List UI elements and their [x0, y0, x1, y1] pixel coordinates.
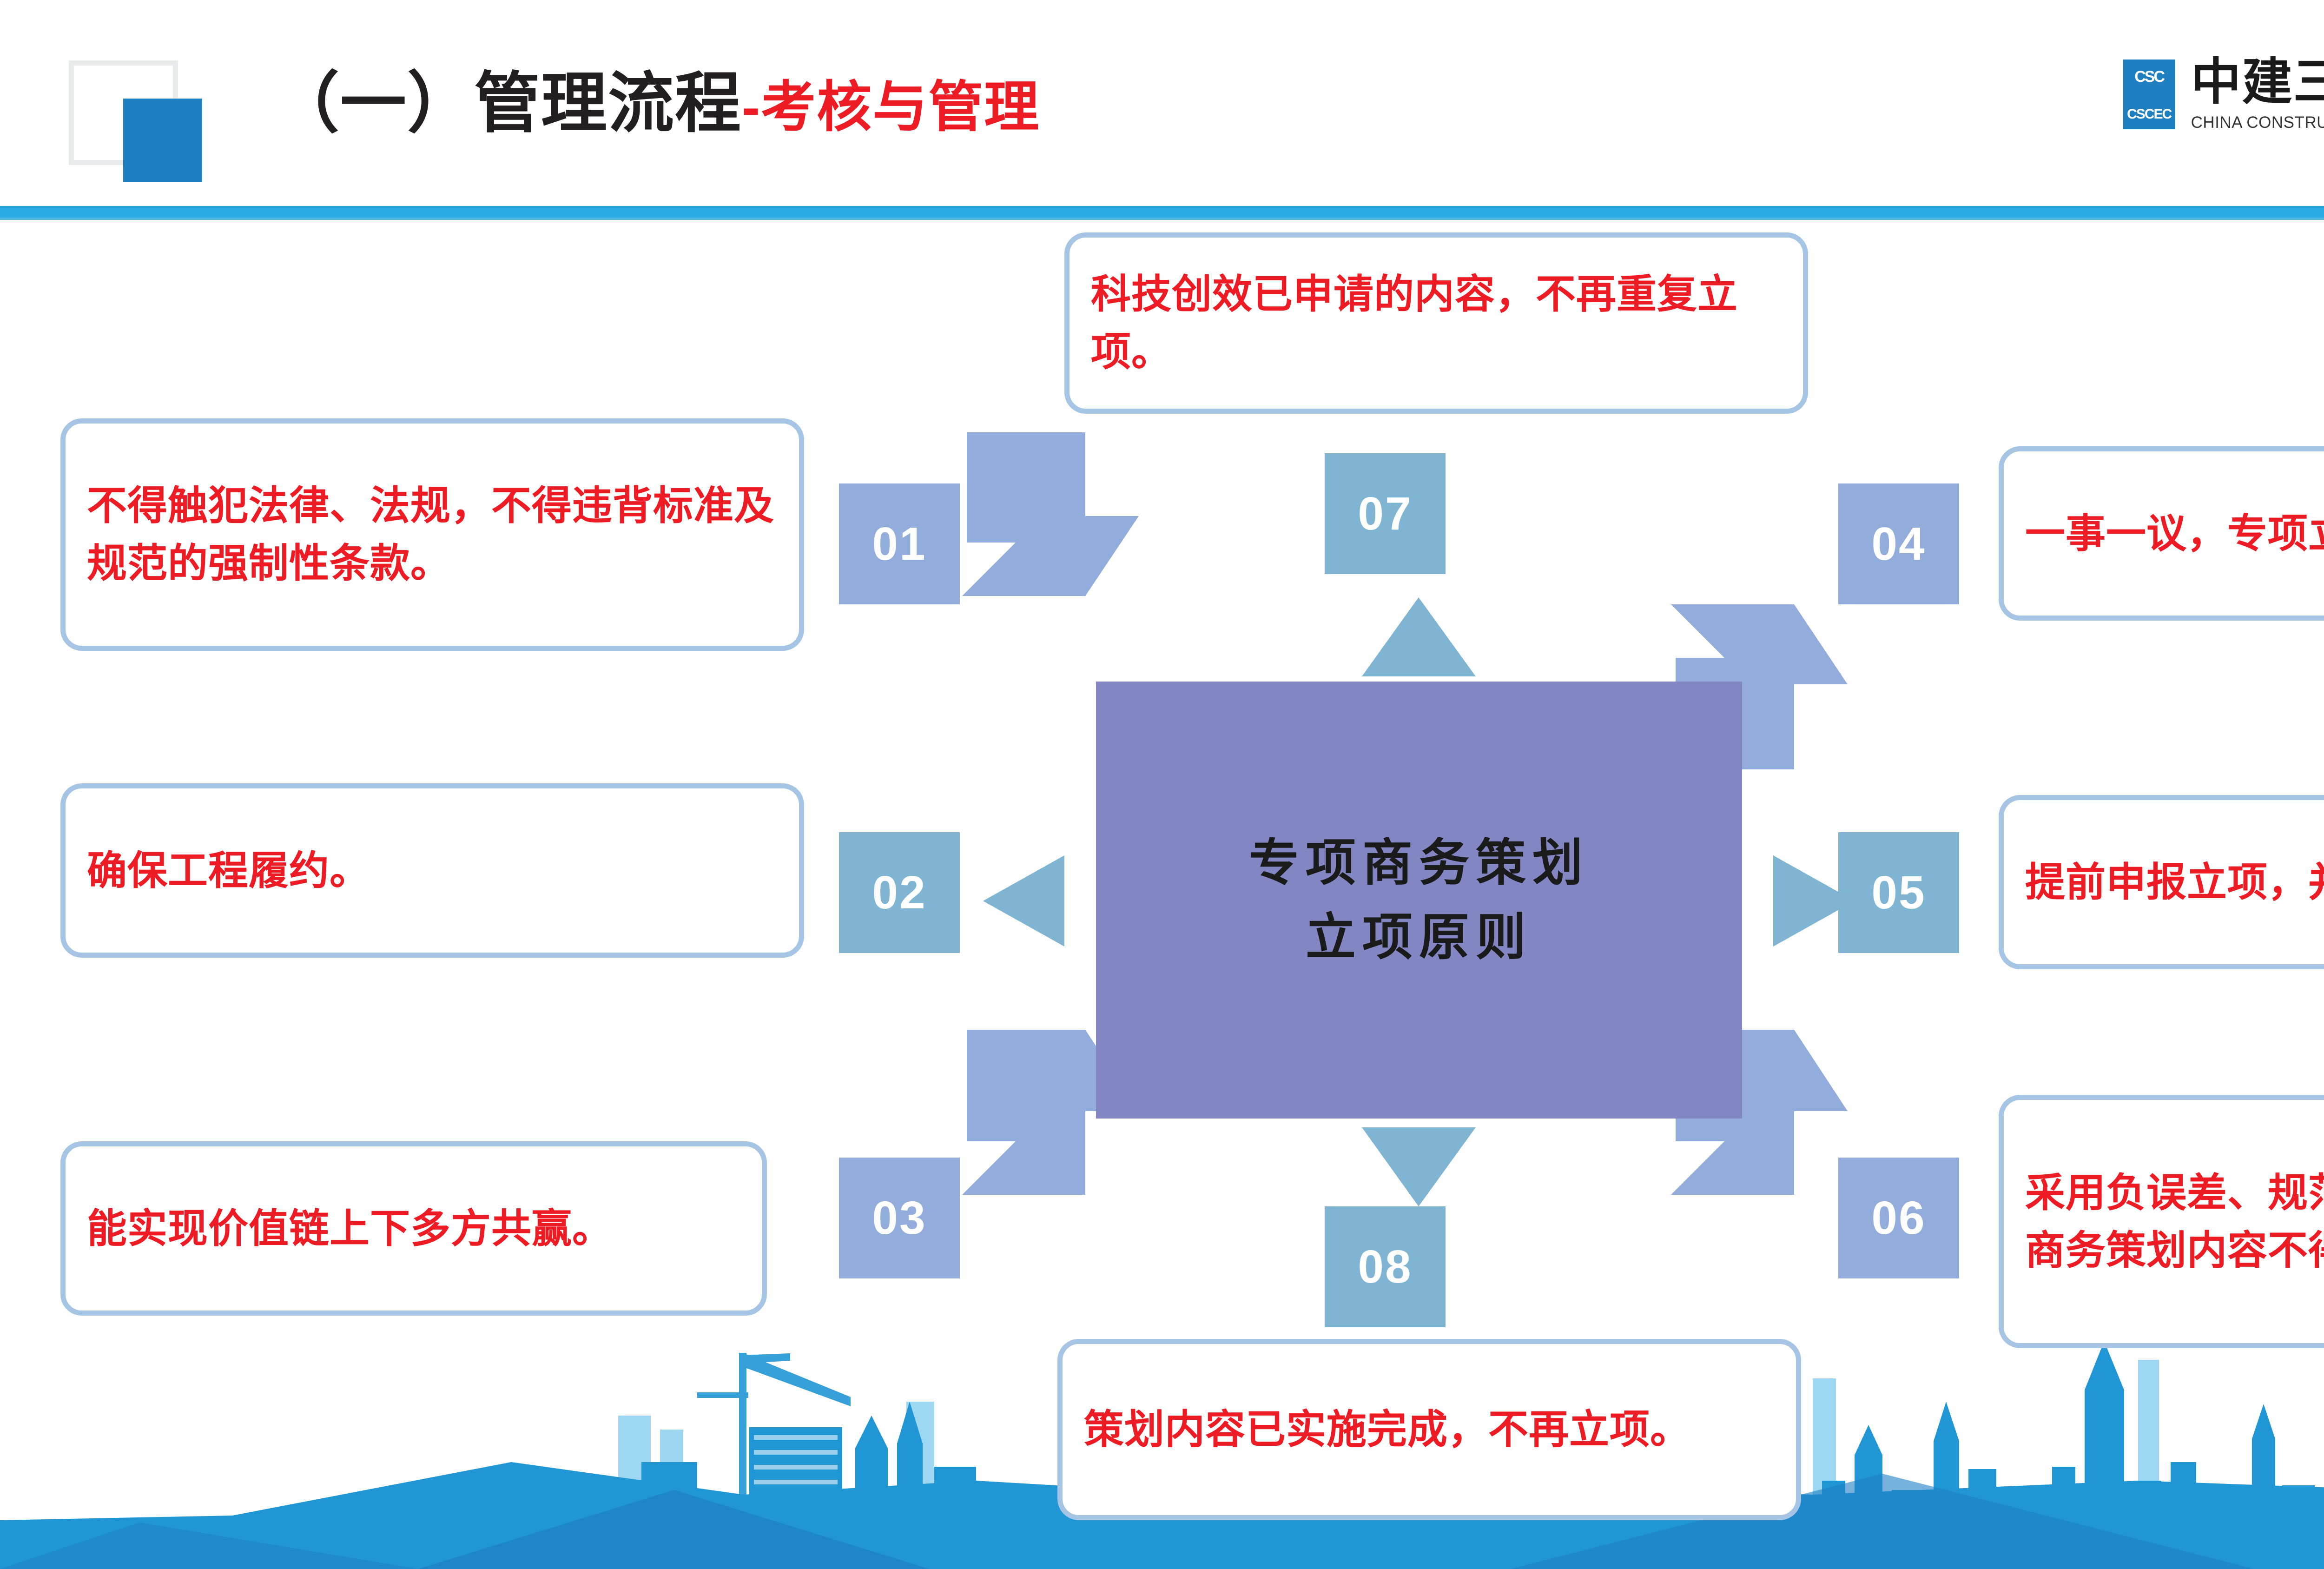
badge-02[interactable]: 02 — [839, 832, 960, 953]
company-logo: CSC CSCEC 中建三局集团有限公司 CHINA CONSTRUCTION … — [2123, 55, 2324, 132]
badge-06-number: 06 — [1871, 1192, 1926, 1244]
header-divider-rule — [0, 206, 2324, 218]
company-name-en: CHINA CONSTRUCTION THIRD ENGINEERING BUR… — [2191, 113, 2324, 132]
callout-03-text: 能实现价值链上下多方共赢。 — [87, 1206, 613, 1251]
arrow-right — [1773, 855, 1855, 947]
arrow-top-left — [962, 432, 1139, 596]
callout-02-text: 确保工程履约。 — [87, 848, 370, 893]
badge-03-number: 03 — [872, 1192, 927, 1244]
page-title: （一）管理流程-考核与管理 — [273, 60, 1040, 148]
center-hub: 专项商务策划 立项原则 — [1096, 682, 1742, 1119]
badge-02-number: 02 — [872, 866, 927, 919]
company-name-cn: 中建三局集团有限公司 — [2191, 53, 2324, 110]
callout-05[interactable]: 提前申报立项，并纳入局案例库。 — [1999, 795, 2324, 969]
badge-04[interactable]: 04 — [1838, 483, 1959, 604]
callout-06[interactable]: 采用负误差、规范下限标准要求等常规商务策划内容不得立项。 — [1999, 1095, 2324, 1348]
badge-08-number: 08 — [1358, 1240, 1413, 1293]
arrow-left — [983, 855, 1064, 947]
badge-04-number: 04 — [1871, 517, 1926, 570]
callout-02[interactable]: 确保工程履约。 — [60, 783, 804, 958]
arrow-down — [1362, 1127, 1476, 1206]
callout-05-text: 提前申报立项，并纳入局案例库。 — [2025, 860, 2324, 905]
callout-01[interactable]: 不得触犯法律、法规，不得违背标准及规范的强制性条款。 — [60, 418, 804, 651]
company-name-block: 中建三局集团有限公司 CHINA CONSTRUCTION THIRD ENGI… — [2191, 55, 2324, 132]
callout-07-text: 科技创效已申请的内容，不再重复立项。 — [1091, 272, 1738, 374]
badge-01-number: 01 — [872, 517, 927, 570]
callout-06-text: 采用负误差、规范下限标准要求等常规商务策划内容不得立项。 — [2025, 1170, 2324, 1273]
badge-06[interactable]: 06 — [1838, 1158, 1959, 1278]
callout-01-text: 不得触犯法律、法规，不得违背标准及规范的强制性条款。 — [87, 483, 774, 586]
callout-07[interactable]: 科技创效已申请的内容，不再重复立项。 — [1064, 232, 1808, 414]
arrow-up — [1362, 597, 1476, 676]
badge-08[interactable]: 08 — [1325, 1206, 1446, 1327]
callout-04-text: 一事一议，专项立项。 — [2025, 511, 2324, 556]
header-decoration-solid-square — [123, 99, 202, 182]
arrow-bottom-left — [962, 1030, 1139, 1195]
badge-05[interactable]: 05 — [1838, 832, 1959, 953]
header-divider-shadow — [0, 218, 2324, 220]
cscec-logo-mark-icon: CSC CSCEC — [2123, 60, 2175, 129]
badge-07-number: 07 — [1358, 487, 1413, 540]
logo-mark-bottom-text: CSCEC — [2127, 106, 2172, 122]
badge-01[interactable]: 01 — [839, 483, 960, 604]
badge-05-number: 05 — [1871, 866, 1926, 919]
callout-03[interactable]: 能实现价值链上下多方共赢。 — [60, 1141, 767, 1316]
badge-07[interactable]: 07 — [1325, 453, 1446, 574]
callout-08-text: 策划内容已实施完成，不再立项。 — [1084, 1407, 1690, 1452]
callout-08[interactable]: 策划内容已实施完成，不再立项。 — [1057, 1339, 1801, 1520]
page-title-main: （一）管理流程 — [273, 66, 742, 140]
page-title-accent: -考核与管理 — [742, 77, 1040, 138]
center-hub-label: 专项商务策划 立项原则 — [1248, 834, 1589, 965]
logo-mark-top-text: CSC — [2134, 68, 2165, 86]
slide-header: （一）管理流程-考核与管理 CSC CSCEC 中建三局集团有限公司 CHINA… — [0, 0, 2324, 220]
callout-04[interactable]: 一事一议，专项立项。 — [1999, 446, 2324, 621]
badge-03[interactable]: 03 — [839, 1158, 960, 1278]
